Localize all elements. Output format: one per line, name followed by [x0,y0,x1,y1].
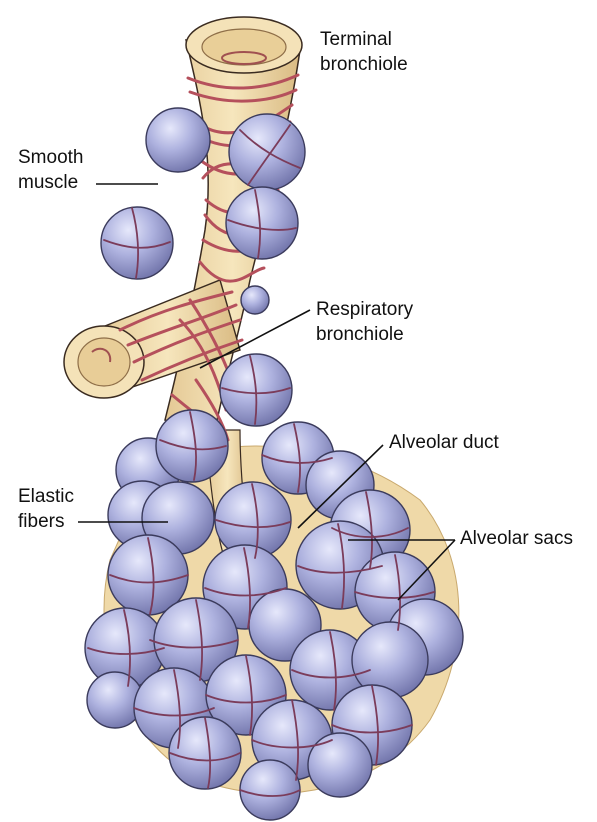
label-respiratory-bronchiole-line2: bronchiole [316,324,404,345]
label-terminal-bronchiole: Terminal bronchiole [320,27,408,77]
label-smooth-muscle-line1: Smooth [18,147,84,168]
label-smooth-muscle-line2: muscle [18,172,79,193]
leader-alveolar-duct [297,444,384,529]
label-elastic-fibers-line1: Elastic [18,486,74,507]
leader-lines [78,183,456,601]
label-terminal-bronchiole-line2: bronchiole [320,54,408,75]
label-terminal-bronchiole-line1: Terminal [320,29,392,50]
leader-respiratory-bronchiole [199,309,311,369]
label-respiratory-bronchiole-line1: Respiratory [316,299,414,320]
alveoli-spheres [84,107,464,821]
label-respiratory-bronchiole: Respiratory bronchiole [316,297,413,347]
label-smooth-muscle: Smooth muscle [18,145,83,195]
elastic-fibers [87,124,435,797]
label-elastic-fibers: Elastic fibers [18,484,74,534]
label-elastic-fibers-line2: fibers [18,511,65,532]
label-alveolar-sacs: Alveolar sacs [460,526,573,551]
label-alveolar-sacs-text: Alveolar sacs [460,528,573,549]
respiratory-bronchiole-branch [63,279,241,399]
label-alveolar-duct: Alveolar duct [389,430,499,455]
label-alveolar-duct-text: Alveolar duct [389,432,499,453]
leader-alveolar-sacs-2 [397,539,456,601]
